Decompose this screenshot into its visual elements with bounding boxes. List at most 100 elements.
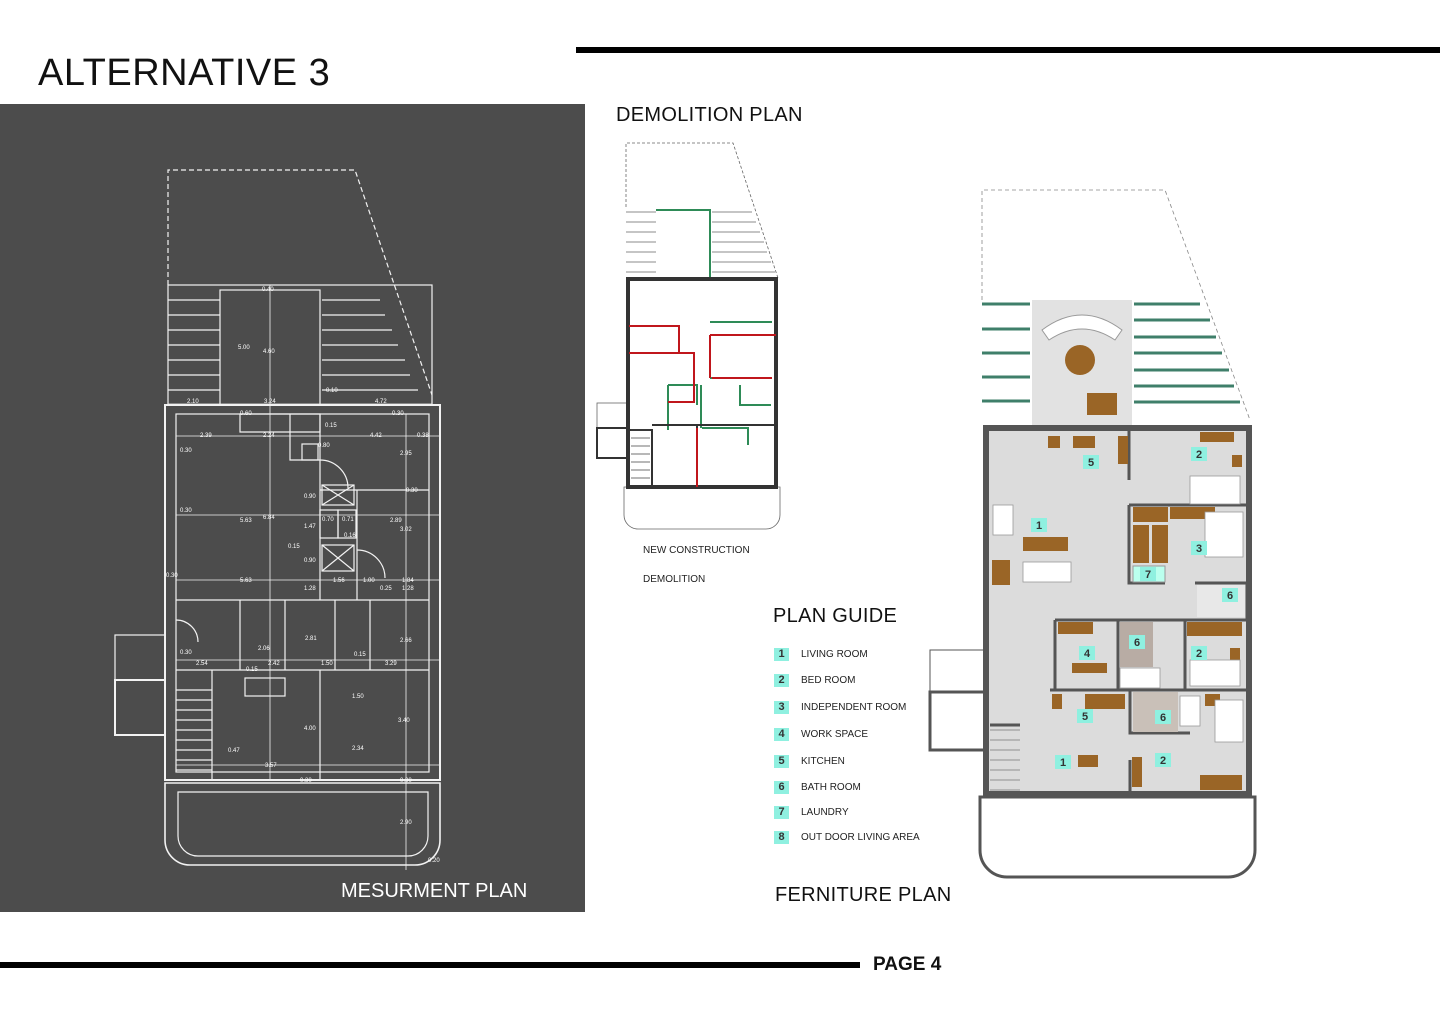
guide-label: BATH ROOM — [801, 782, 861, 793]
balcony — [164, 782, 441, 866]
dimension-label: 0.47 — [228, 748, 240, 754]
room-badge: 6 — [1222, 588, 1238, 602]
outdoor-boundary — [167, 169, 433, 396]
dimension-label: 0.30 — [392, 411, 404, 417]
legend-new-construction: NEW CONSTRUCTION — [643, 545, 750, 556]
annex-bottom — [114, 679, 166, 736]
dimension-label: 1.50 — [352, 694, 364, 700]
dimension-label: 1.50 — [321, 661, 333, 667]
guide-item: 4 WORK SPACE — [774, 728, 868, 742]
guide-badge: 1 — [774, 648, 789, 661]
demolition-plan-drawing — [596, 142, 781, 530]
dimension-label: 2.81 — [305, 636, 317, 642]
guide-badge: 8 — [774, 831, 789, 844]
guide-item: 1 LIVING ROOM — [774, 648, 868, 662]
dimension-label: 6.84 — [263, 515, 275, 521]
furniture-white — [992, 475, 1244, 743]
dimension-label: 0.20 — [428, 858, 440, 864]
dimension-label: 0.15 — [246, 667, 258, 673]
kitchen-counter — [239, 413, 321, 461]
dimension-label: 0.15 — [354, 652, 366, 658]
house-walls — [626, 277, 778, 489]
room-badge: 1 — [1055, 755, 1071, 769]
house-inner — [175, 413, 430, 773]
guide-badge: 7 — [774, 806, 789, 819]
svg-text:2: 2 — [1196, 449, 1202, 461]
interior-walls — [990, 430, 1249, 794]
dimension-label: 4.00 — [304, 726, 316, 732]
guide-label: WORK SPACE — [801, 729, 869, 740]
dimension-label: 1.84 — [402, 578, 414, 584]
legend-demolition: DEMOLITION — [643, 574, 706, 585]
dimension-label: 0.40 — [262, 287, 274, 293]
walls — [983, 425, 1252, 797]
dimension-label: 0.15 — [325, 423, 337, 429]
guide-label: LIVING ROOM — [801, 649, 868, 660]
dimension-label: 1.47 — [304, 524, 316, 530]
dimension-label: 2.66 — [400, 638, 412, 644]
dimension-label: 1.28 — [304, 586, 316, 592]
svg-text:2: 2 — [1196, 648, 1202, 660]
svg-text:1: 1 — [1060, 757, 1066, 769]
dimension-labels: 0.40 5.00 4.60 0.10 2.10 3.24 4.72 0.30 … — [166, 287, 440, 864]
guide-badge: 6 — [774, 781, 789, 794]
guide-item: 7 LAUNDRY — [774, 806, 849, 820]
dimension-label: 3.40 — [398, 718, 410, 724]
guide-label: BED ROOM — [801, 675, 856, 686]
guide-badge: 5 — [774, 755, 789, 768]
furniture-plan-title: FERNITURE PLAN — [775, 884, 952, 906]
dimension-label: 0.38 — [417, 433, 429, 439]
guide-item: 5 KITCHEN — [774, 755, 845, 769]
dimension-label: 2.06 — [258, 646, 270, 652]
demolition-walls — [629, 325, 776, 487]
dimension-label: 0.30 — [406, 488, 418, 494]
dimension-lines — [168, 285, 440, 870]
stove — [301, 443, 319, 461]
dimension-label: 2.89 — [390, 518, 402, 524]
outdoor-boundary — [625, 142, 779, 279]
dimension-label: 0.25 — [380, 586, 392, 592]
bottom-divider — [0, 962, 860, 968]
curved-sofa — [1041, 314, 1123, 341]
guide-badge: 4 — [774, 728, 789, 741]
room-badge: 1 — [1031, 518, 1047, 532]
dimension-label: 0.16 — [344, 533, 356, 539]
house-outline — [164, 404, 441, 781]
dimension-label: 0.10 — [326, 388, 338, 394]
room-badge: 6 — [1155, 710, 1171, 724]
dimension-label: 0.30 — [166, 573, 178, 579]
dimension-label: 1.56 — [333, 578, 345, 584]
svg-text:6: 6 — [1160, 712, 1166, 724]
dimension-label: 0.60 — [240, 411, 252, 417]
dimension-label: 2.10 — [187, 399, 199, 405]
outdoor-boundary — [981, 189, 1251, 421]
guide-item: 2 BED ROOM — [774, 674, 855, 688]
guide-label: OUT DOOR LIVING AREA — [801, 832, 920, 843]
dimension-label: 0.30 — [300, 778, 312, 784]
dimension-label: 2.42 — [268, 661, 280, 667]
dimension-label: 3.24 — [264, 399, 276, 405]
svg-text:6: 6 — [1134, 637, 1140, 649]
measurement-plan-title: MESURMENT PLAN — [341, 880, 528, 902]
svg-text:5: 5 — [1088, 457, 1094, 469]
room-badge: 3 — [1191, 541, 1207, 555]
guide-badge: 2 — [774, 674, 789, 687]
dimension-label: 3.02 — [400, 527, 412, 533]
top-divider — [576, 47, 1440, 53]
deck-stripes — [168, 299, 418, 391]
round-table — [1065, 345, 1095, 375]
room-badge: 5 — [1077, 709, 1093, 723]
page-number: PAGE 4 — [873, 954, 942, 975]
dimension-label: 1.00 — [363, 578, 375, 584]
stairs — [176, 689, 212, 771]
dimension-label: 2.54 — [196, 661, 208, 667]
dimension-label: 5.63 — [240, 518, 252, 524]
guide-item: 8 OUT DOOR LIVING AREA — [774, 831, 920, 845]
guide-label: LAUNDRY — [801, 807, 849, 818]
dimension-label: 5.00 — [238, 345, 250, 351]
furniture-plan-drawing: 5 2 1 3 7 6 4 6 2 5 6 1 2 — [928, 189, 1257, 879]
new-construction-walls — [656, 209, 772, 445]
balcony — [978, 795, 1257, 879]
guide-label: KITCHEN — [801, 756, 845, 767]
